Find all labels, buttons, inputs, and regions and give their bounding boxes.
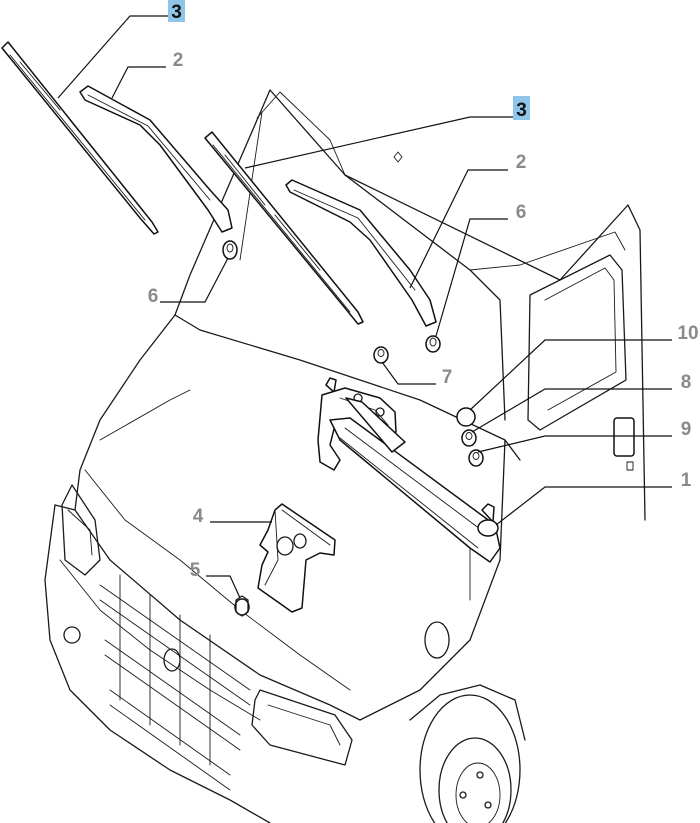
wiper-arm-right [285,179,437,327]
callout-3-top-left: 3 [168,0,185,23]
wiper-blade-left [1,41,159,235]
washer-8 [461,429,477,447]
callout-1-label: 1 [681,470,692,491]
callout-2-left-label: 2 [173,50,184,71]
wiper-linkage-assembly [317,377,501,563]
nut-6-left [222,240,238,260]
callout-3-highlight-right [513,96,530,120]
callout-10-label: 10 [677,323,698,344]
callout-8-label: 8 [681,372,692,393]
washer-9 [468,449,484,467]
callout-3-right: 3 [513,96,530,121]
callout-6-left-label: 6 [148,286,159,307]
bracket-cover [257,503,336,613]
nut-7 [373,346,389,364]
callout-2-right-label: 2 [516,152,527,173]
washer-10 [456,407,476,427]
callout-3-label: 3 [171,2,182,23]
wiper-arm-left [79,85,233,233]
callout-4-label: 4 [193,506,204,527]
leader-lines [57,15,672,599]
callout-6-right-label: 6 [516,202,527,223]
callout-3-highlight [168,0,185,22]
callout-3-right-label: 3 [516,100,527,121]
callout-7-label: 7 [442,367,453,388]
wiper-blade-right [204,131,364,325]
nut-6-right [425,335,441,353]
callout-9-label: 9 [681,419,692,440]
nut-5 [234,595,250,617]
callout-5-label: 5 [190,560,201,581]
